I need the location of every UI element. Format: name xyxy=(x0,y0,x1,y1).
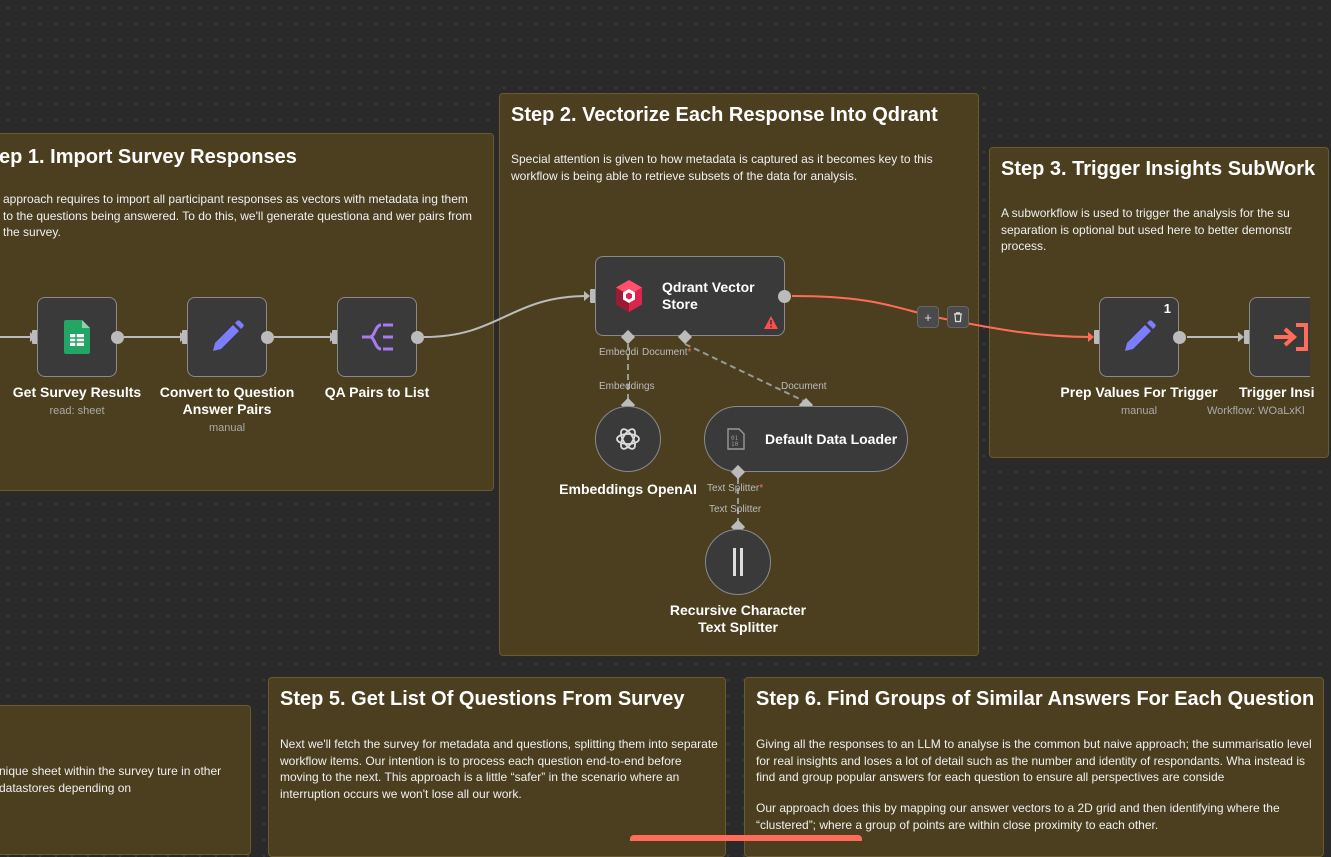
pencil-icon xyxy=(1125,320,1156,351)
sticky-title: Step 2. Vectorize Each Response Into Qdr… xyxy=(511,104,938,126)
node-label: QA Pairs to List xyxy=(324,384,430,400)
binary-file-icon: 01 10 xyxy=(727,428,745,450)
qdrant-icon xyxy=(616,280,642,312)
text-splitter-icon xyxy=(733,548,743,576)
svg-text:01: 01 xyxy=(731,435,739,442)
node-qa-pairs-to-list[interactable] xyxy=(337,297,417,377)
input-port[interactable] xyxy=(32,330,40,344)
port-label: Text Splitter xyxy=(709,504,762,515)
input-port[interactable] xyxy=(332,330,340,344)
sticky-body: A subworkflow is used to trigger the ana… xyxy=(1001,206,1292,253)
item-count-badge: 1 xyxy=(1163,301,1171,316)
port-label: Document xyxy=(781,381,827,392)
node-prep-values-for-trigger[interactable]: 1 xyxy=(1099,297,1179,377)
node-label: Embeddings OpenAI xyxy=(559,481,697,497)
output-port[interactable] xyxy=(261,331,274,344)
node-subtitle: read: sheet xyxy=(49,405,105,417)
sticky-body: approach requires to import all particip… xyxy=(3,192,473,239)
node-label: Convert to Question Answer Pairs xyxy=(159,384,295,417)
input-port[interactable] xyxy=(590,289,598,303)
node-subtitle: manual xyxy=(208,422,246,434)
node-convert-qa-pairs[interactable] xyxy=(187,297,267,377)
node-recursive-text-splitter[interactable] xyxy=(705,529,771,595)
output-port[interactable] xyxy=(778,290,791,303)
sticky-body: Our approach does this by mapping our an… xyxy=(756,801,1280,832)
sticky-title: Step 6. Find Groups of Similar Answers F… xyxy=(756,688,1315,710)
node-embeddings-openai[interactable] xyxy=(595,406,661,472)
node-label: Trigger Insi xyxy=(1239,384,1315,400)
sticky-title: ep 1. Import Survey Responses xyxy=(0,146,297,168)
node-label: Prep Values For Trigger xyxy=(1060,384,1218,400)
port-label: Embeddings xyxy=(599,381,655,392)
port-label-text-splitter: Text Splitter* xyxy=(707,483,764,494)
google-sheets-icon xyxy=(64,320,90,354)
port-label-document: Document* xyxy=(642,347,692,358)
input-port[interactable] xyxy=(1094,330,1102,344)
port-label-embeddings: Embeddi xyxy=(599,347,639,358)
node-label: Qdrant Vector Store xyxy=(662,279,755,312)
sticky-body: Special attention is given to how metada… xyxy=(511,152,933,183)
sticky-step4[interactable]: nique sheet within the survey ture in ot… xyxy=(0,705,251,855)
node-subtitle: Workflow: WOaLxKl xyxy=(1207,405,1305,417)
sticky-title: Step 5. Get List Of Questions From Surve… xyxy=(280,688,685,710)
connection-delete-button[interactable] xyxy=(947,306,969,328)
node-get-survey-results[interactable] xyxy=(37,297,117,377)
node-label: Get Survey Results xyxy=(12,384,142,400)
svg-text:10: 10 xyxy=(731,441,739,448)
connection-add-button[interactable]: + xyxy=(917,306,939,328)
sticky-body: Giving all the responses to an LLM to an… xyxy=(756,737,1312,784)
node-label: Recursive Character Text Splitter xyxy=(669,602,807,635)
input-port[interactable] xyxy=(1244,330,1252,344)
sticky-step6[interactable]: Step 6. Find Groups of Similar Answers F… xyxy=(744,677,1324,857)
sticky-body: nique sheet within the survey ture in ot… xyxy=(0,764,222,795)
trash-icon xyxy=(954,312,962,323)
sticky-body: Next we'll fetch the survey for metadata… xyxy=(280,737,718,801)
node-qdrant-vector-store[interactable]: Qdrant Vector Store xyxy=(595,256,785,336)
node-label: Default Data Loader xyxy=(765,431,898,447)
split-out-icon xyxy=(362,323,393,351)
node-trigger-insights[interactable] xyxy=(1249,297,1310,377)
node-default-data-loader[interactable]: 01 10 Default Data Loader xyxy=(704,406,908,472)
pencil-icon xyxy=(213,320,244,351)
sticky-step5[interactable]: Step 5. Get List Of Questions From Surve… xyxy=(268,677,726,857)
output-port[interactable] xyxy=(411,331,424,344)
warning-icon xyxy=(764,316,778,329)
output-port[interactable] xyxy=(111,331,124,344)
openai-icon xyxy=(616,428,640,450)
sticky-title: Step 3. Trigger Insights SubWork xyxy=(1001,158,1316,180)
execute-workflow-icon xyxy=(1274,323,1308,351)
node-subtitle: manual xyxy=(1120,405,1158,417)
output-port[interactable] xyxy=(1173,331,1186,344)
input-port[interactable] xyxy=(182,330,190,344)
bottom-action-bar[interactable] xyxy=(630,835,862,841)
